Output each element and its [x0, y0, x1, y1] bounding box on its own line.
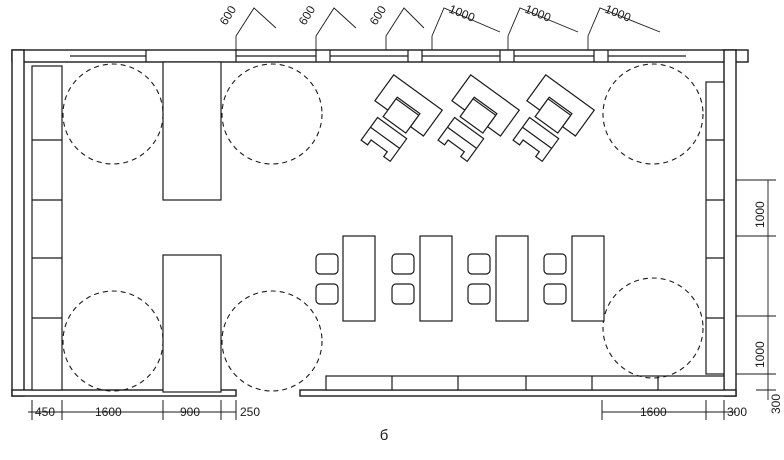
dim-top-2: 600 [296, 3, 319, 28]
dim-top-1: 600 [217, 3, 240, 28]
dim-bottom-left-1: 450 [35, 405, 55, 419]
bottom-right-dim-chain: 1600 300 [601, 400, 747, 420]
partition-table-bottom [162, 254, 222, 393]
dim-bottom-left-4: 250 [240, 405, 260, 419]
left-wall [11, 49, 25, 397]
clearance-circles [62, 63, 704, 392]
figure-caption: б [380, 427, 389, 444]
dim-top-4: 1000 [447, 2, 477, 25]
bottom-left-dim-chain: 450 1600 900 250 [28, 400, 260, 420]
dim-bottom-left-3: 900 [180, 405, 200, 419]
dim-bottom-left-2: 1600 [95, 405, 122, 419]
dim-top-3: 600 [367, 3, 390, 28]
walls [11, 49, 749, 397]
right-wall [723, 49, 737, 397]
bottom-wall-right [299, 389, 737, 397]
right-bench [705, 81, 725, 375]
dim-bottom-right-2: 300 [727, 405, 747, 419]
dim-right-3: 300 [769, 394, 783, 414]
dim-right-1: 1000 [753, 201, 767, 228]
partition-table-top [162, 61, 222, 201]
dim-right-2: 1000 [753, 341, 767, 368]
dim-top-6: 1000 [603, 2, 633, 25]
rotated-desk-units [360, 74, 596, 163]
dim-top-5: 1000 [523, 2, 553, 25]
bottom-counter [325, 375, 725, 391]
left-bench [31, 65, 63, 391]
top-window-dims [235, 7, 661, 50]
dim-bottom-right-1: 1600 [640, 405, 667, 419]
top-window-dim-labels: 600 600 600 1000 1000 1000 [217, 2, 634, 28]
table-group [315, 235, 605, 322]
right-dim-chain: 1000 1000 300 [736, 179, 783, 414]
